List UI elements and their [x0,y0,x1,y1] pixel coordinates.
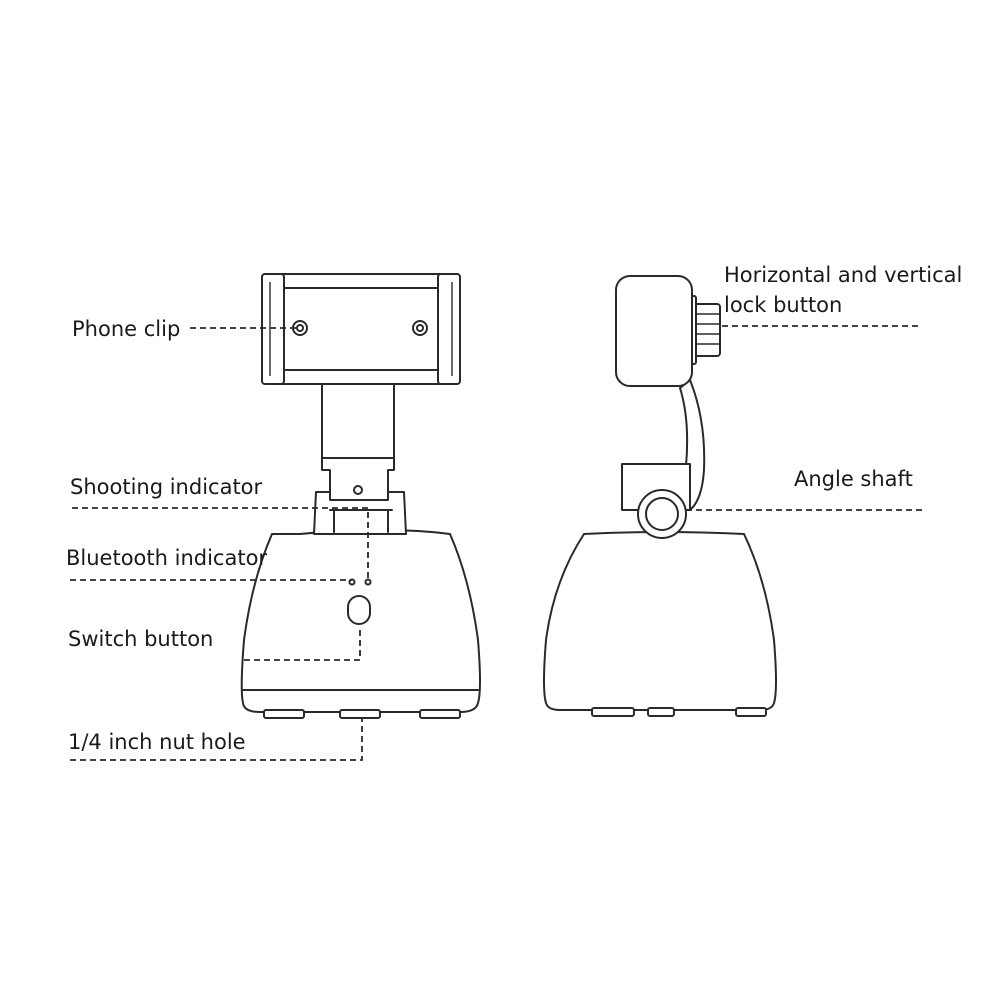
nut-hole-leader [70,718,363,761]
side-view [543,275,922,717]
side-arm [621,379,706,539]
shooting-indicator-leader [72,507,369,580]
label-shooting-indicator: Shooting indicator [70,475,263,499]
shooting-indicator-dot [364,578,372,586]
side-phone-clip [615,275,693,387]
front-base [240,529,481,719]
switch-button [347,595,371,625]
clip-screw-right-icon [412,320,428,336]
label-nut-hole: 1/4 inch nut hole [68,730,246,754]
switch-button-leader [244,626,361,661]
label-bluetooth-indicator: Bluetooth indicator [66,546,267,570]
label-angle-shaft: Angle shaft [794,467,913,491]
label-lock-button-line1: Horizontal and vertical [724,263,962,287]
bluetooth-indicator-dot [348,578,356,586]
label-switch-button: Switch button [68,627,213,651]
label-lock-button-line2: lock button [724,293,842,317]
front-phone-clip [261,273,461,385]
front-view [70,273,481,761]
front-stem [321,365,395,501]
side-base [543,531,777,717]
label-phone-clip: Phone clip [72,317,180,341]
